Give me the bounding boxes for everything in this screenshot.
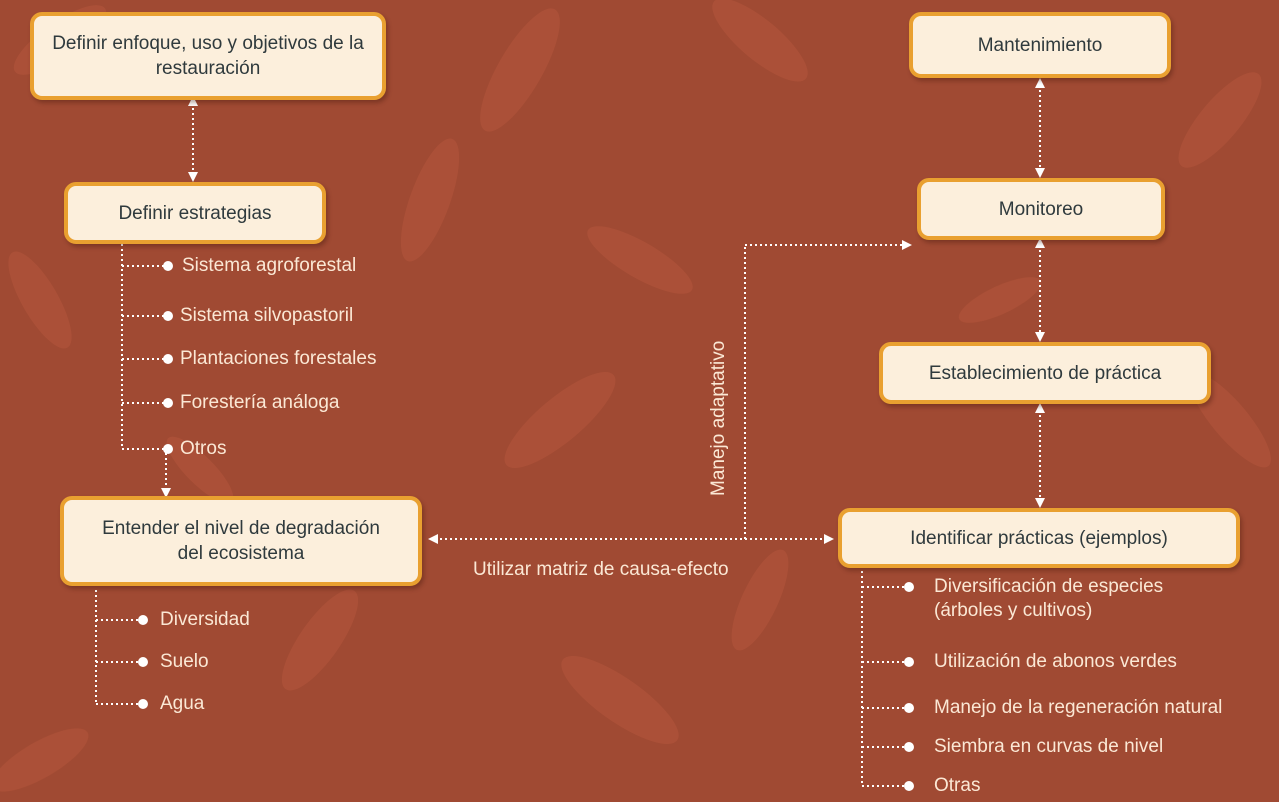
bullet-dot xyxy=(138,615,148,625)
bullet-dot xyxy=(163,261,173,271)
box-definir-enfoque: Definir enfoque, uso y objetivos de la r… xyxy=(30,12,386,100)
list-item-degradacion: Suelo xyxy=(160,651,209,672)
list-item-practica: Otras xyxy=(934,775,981,796)
list-item-estrategia: Sistema silvopastoril xyxy=(180,305,354,326)
bullet-dot xyxy=(904,582,914,592)
list-item-practica: Diversificación de especies (árboles y c… xyxy=(934,576,1164,621)
box-mantenimiento: Mantenimiento xyxy=(909,12,1171,78)
box-entender-nivel: Entender el nivel de degradación del eco… xyxy=(60,496,422,586)
bullet-dot xyxy=(163,354,173,364)
box-identificar-practicas: Identificar prácticas (ejemplos) xyxy=(838,508,1240,568)
bullet-dot xyxy=(904,657,914,667)
bullet-dot xyxy=(163,398,173,408)
list-item-practica: Manejo de la regeneración natural xyxy=(934,697,1223,718)
connector-label-manejo: Manejo adaptativo xyxy=(708,340,729,496)
bullet-dot xyxy=(138,657,148,667)
list-item-degradacion: Diversidad xyxy=(160,609,250,630)
list-item-practica: Siembra en curvas de nivel xyxy=(934,736,1164,757)
bullet-dot xyxy=(163,311,173,321)
list-item-estrategia: Sistema agroforestal xyxy=(182,255,357,276)
box-monitoreo: Monitoreo xyxy=(917,178,1165,240)
bullet-dot xyxy=(904,742,914,752)
bullet-dot xyxy=(138,699,148,709)
list-item-practica: Utilización de abonos verdes xyxy=(934,651,1177,672)
list-item-estrategia: Otros xyxy=(180,438,227,459)
bullet-dot xyxy=(904,703,914,713)
connector-label-matriz: Utilizar matriz de causa-efecto xyxy=(473,559,729,580)
list-item-estrategia: Forestería análoga xyxy=(180,392,340,413)
bullet-dot xyxy=(904,781,914,791)
list-item-estrategia: Plantaciones forestales xyxy=(180,348,377,369)
box-establecimiento: Establecimiento de práctica xyxy=(879,342,1211,404)
box-definir-estrategias: Definir estrategias xyxy=(64,182,326,244)
list-item-degradacion: Agua xyxy=(160,693,205,714)
bullet-dot xyxy=(163,444,173,454)
